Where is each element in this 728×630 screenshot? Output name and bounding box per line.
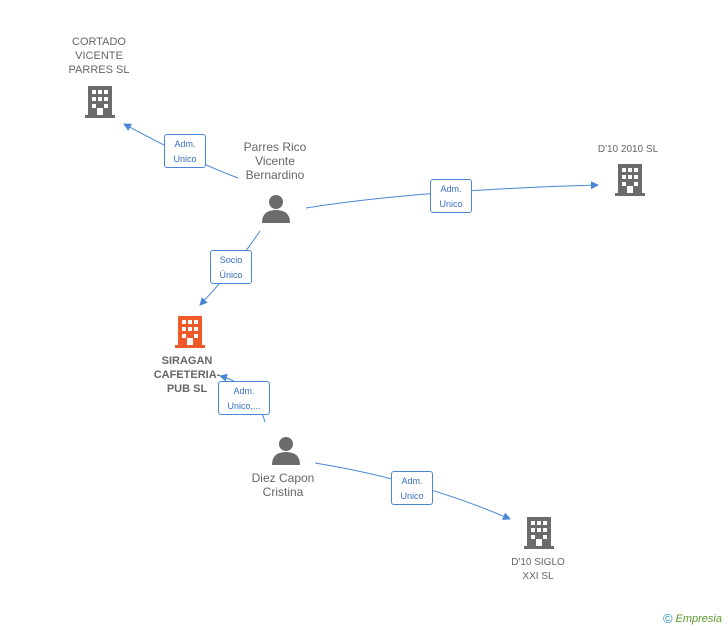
brand-logo[interactable]: © Empresia (663, 611, 722, 626)
edge-label-adm-unico[interactable]: Adm. Unico (391, 471, 433, 505)
node-label-siragan[interactable]: SIRAGAN CAFETERIA- PUB SL (145, 354, 229, 396)
edge-label-socio-unico[interactable]: Socio Único (210, 250, 252, 284)
edge-label-line: Adm. (440, 184, 462, 194)
node-label-line: PUB SL (166, 383, 208, 395)
edge-label-line: Unico (173, 154, 197, 164)
edge-label-adm-unico[interactable]: Adm. Unico (164, 134, 206, 168)
edge-label-line: Adm. (174, 139, 196, 149)
edge-label-line: Unico (400, 491, 424, 501)
copyright-icon: © (662, 611, 673, 626)
node-label-line: CORTADO (72, 36, 126, 48)
node-label-line: XXI SL (522, 571, 554, 582)
node-label-d10-xxi[interactable]: D'10 SIGLO XXI SL (496, 556, 580, 584)
node-label-line: CAFETERIA- (153, 369, 221, 381)
node-label-line: SIRAGAN (161, 355, 213, 367)
node-label-line: Vicente (255, 154, 295, 168)
node-label-line: Diez Capon (251, 471, 315, 485)
node-label-line: Parres Rico (243, 140, 307, 154)
building-icon[interactable] (524, 517, 554, 549)
edge-label-adm-unico[interactable]: Adm. Unico (430, 179, 472, 213)
edge-label-line: Único (219, 270, 243, 280)
edge-label-line: Socio (219, 255, 243, 265)
node-label-line: VICENTE (75, 50, 123, 62)
edge-label-adm-unico-etc[interactable]: Adm. Unico,... (218, 381, 270, 415)
node-label-d10-2010[interactable]: D'10 2010 SL (585, 143, 671, 157)
node-label-line: D'10 SIGLO (511, 557, 565, 568)
edge-label-line: Unico (439, 199, 463, 209)
edge-label-line: Adm. (401, 476, 423, 486)
node-label-parres[interactable]: Parres Rico Vicente Bernardino (232, 140, 318, 182)
building-icon[interactable] (85, 86, 115, 118)
node-label-diez[interactable]: Diez Capon Cristina (240, 471, 326, 499)
person-icon[interactable] (262, 195, 290, 223)
node-label-line: PARRES SL (68, 64, 130, 76)
building-icon[interactable] (175, 316, 205, 348)
person-icon[interactable] (272, 437, 300, 465)
edge-label-line: Adm. (233, 386, 255, 396)
brand-name: Empresia (675, 612, 722, 625)
edge-label-line: Unico,... (227, 401, 261, 411)
node-label-line: Cristina (262, 485, 304, 499)
node-label-cortado[interactable]: CORTADO VICENTE PARRES SL (58, 35, 140, 77)
node-label-line: Bernardino (245, 168, 305, 182)
building-icon[interactable] (615, 164, 645, 196)
node-label-line: D'10 2010 SL (597, 144, 659, 155)
